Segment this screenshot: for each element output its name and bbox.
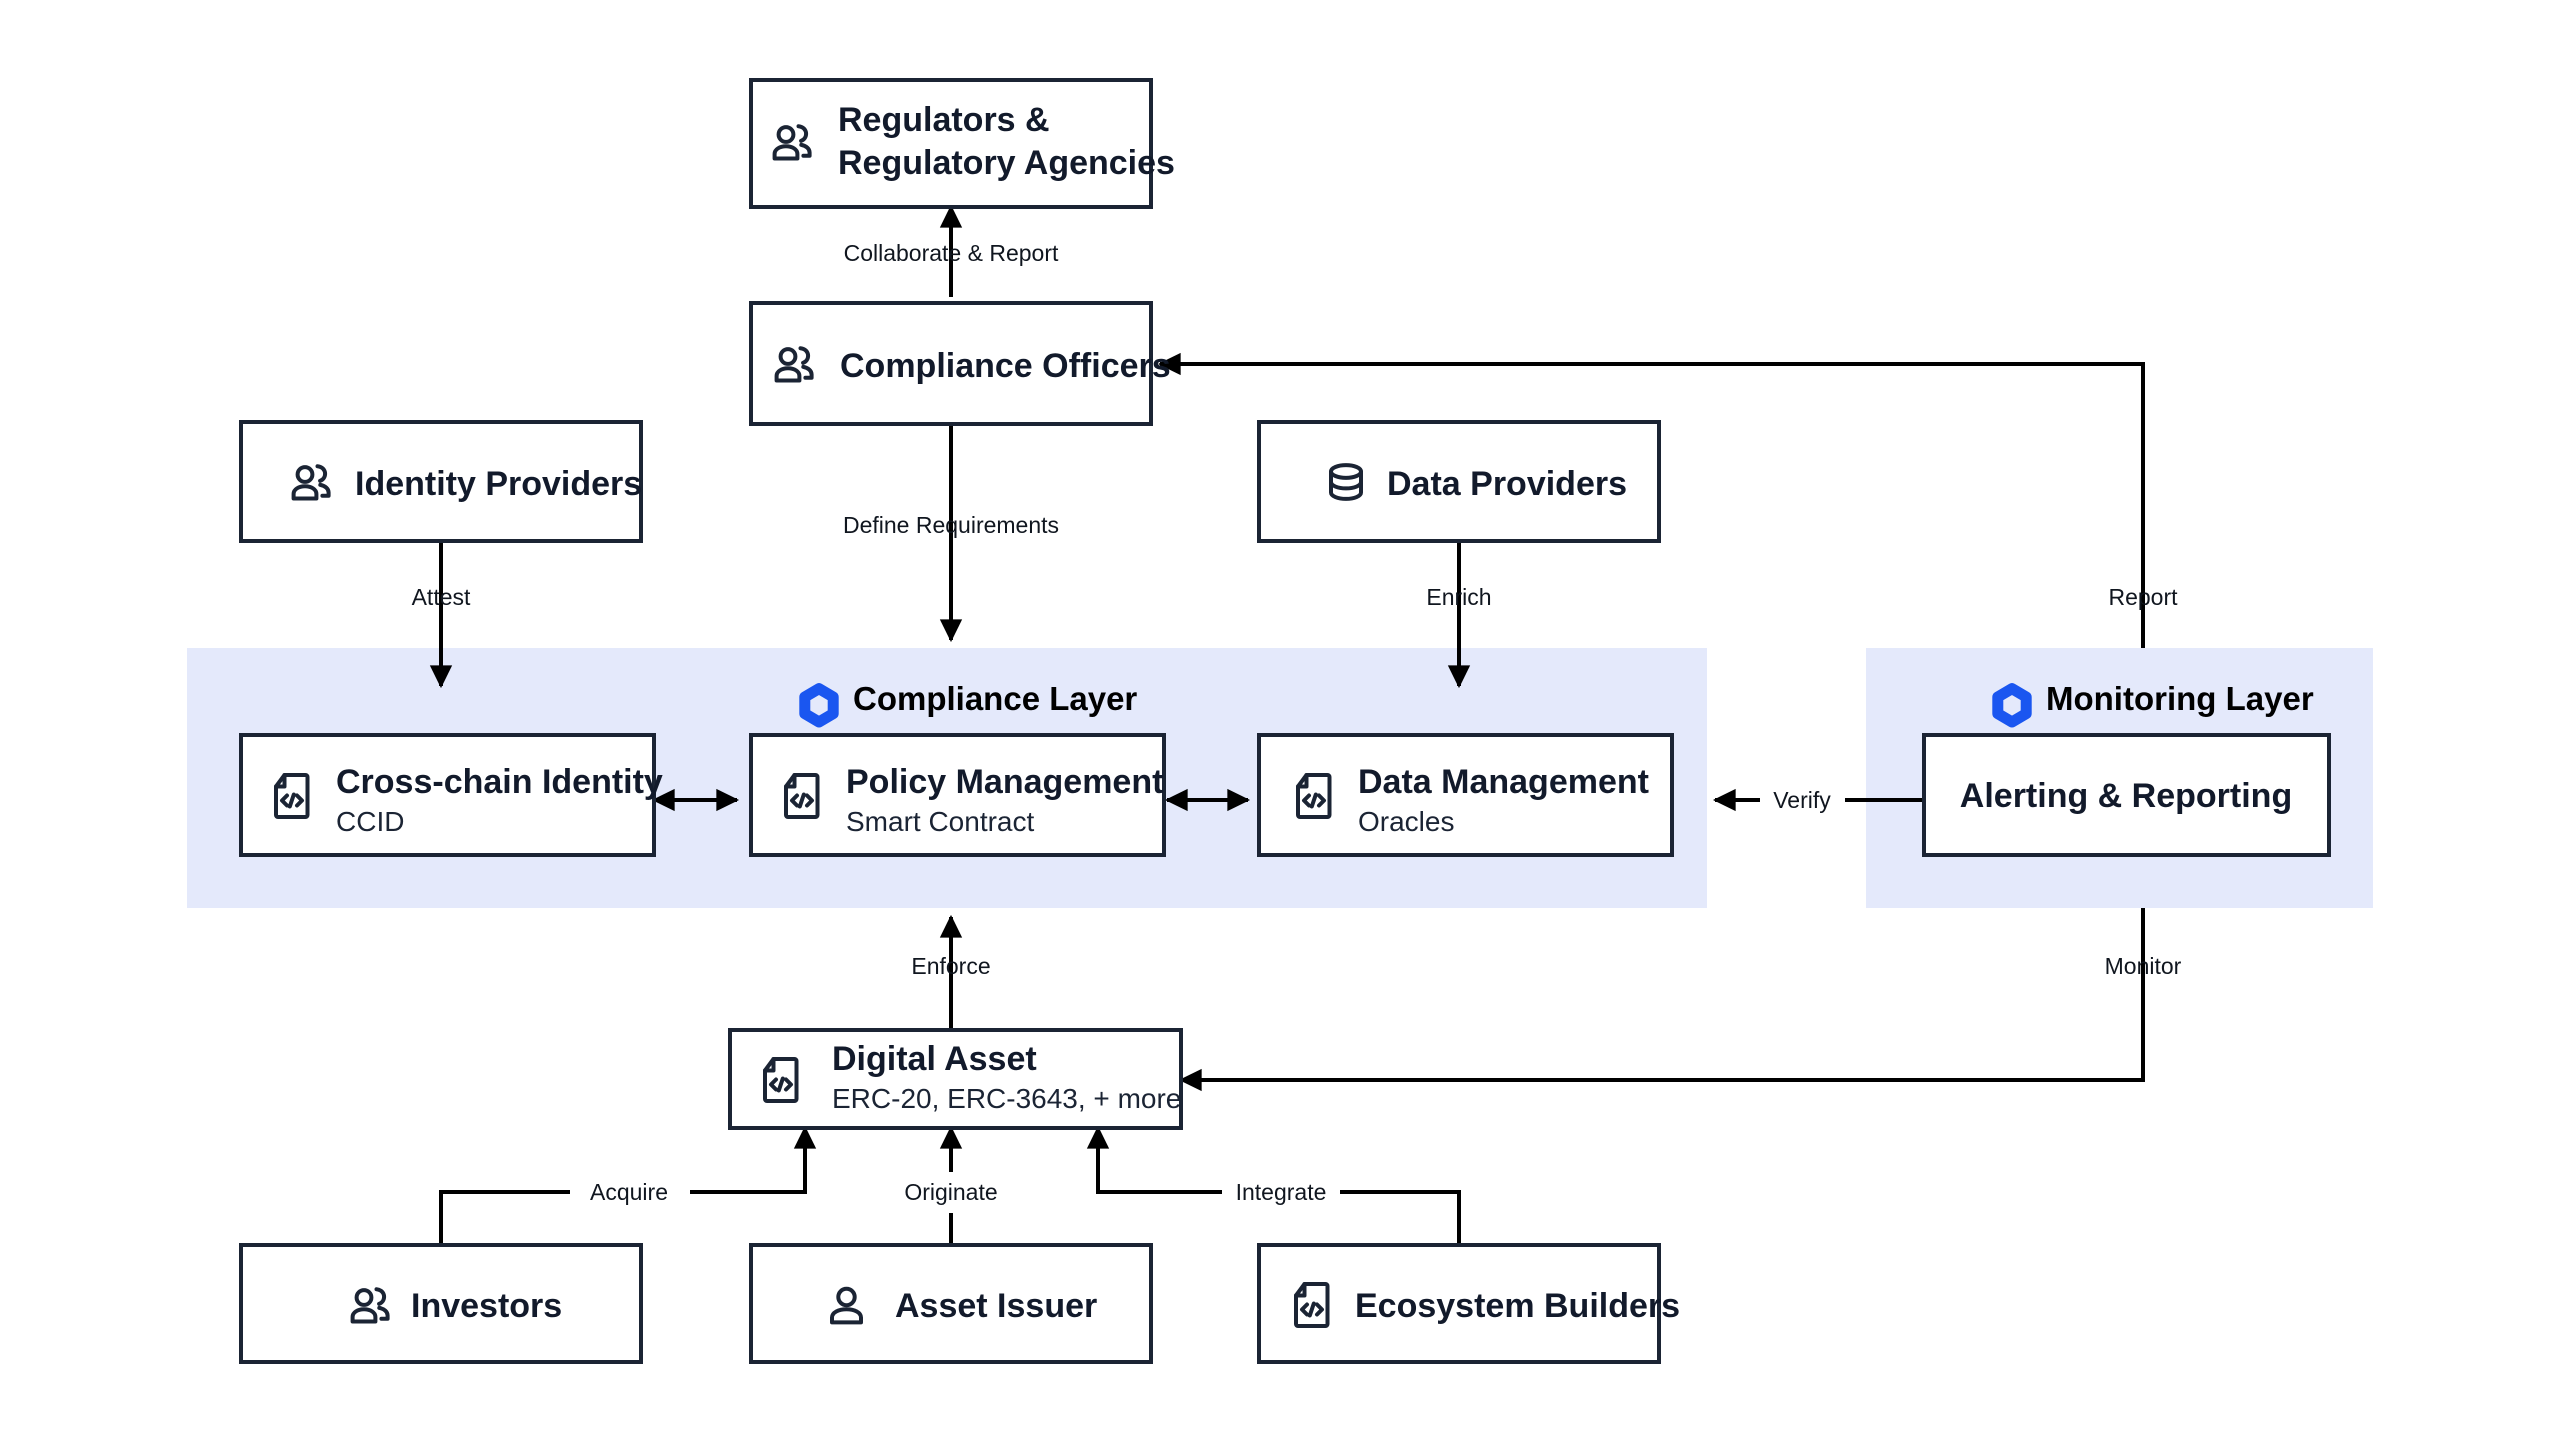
edge-label-report: Report <box>2108 584 2178 610</box>
edge-label-acquire: Acquire <box>590 1179 668 1205</box>
node-ecosystem-builders-title: Ecosystem Builders <box>1355 1287 1680 1325</box>
edge-label-originate: Originate <box>904 1179 997 1205</box>
node-asset-issuer[interactable]: Asset Issuer <box>749 1243 1153 1364</box>
node-cross-chain-identity[interactable]: Cross-chain Identity CCID <box>239 733 663 857</box>
edge-label-enrich: Enrich <box>1426 584 1491 610</box>
edge-label-verify: Verify <box>1773 787 1831 813</box>
node-policy-management-title: Policy Management <box>846 763 1163 801</box>
node-alerting-reporting[interactable]: Alerting & Reporting <box>1922 733 2331 857</box>
node-compliance-officers-title: Compliance Officers <box>840 347 1171 385</box>
node-alerting-reporting-title: Alerting & Reporting <box>1960 777 2292 815</box>
edge-label-integrate: Integrate <box>1236 1179 1327 1205</box>
edge-label-attest: Attest <box>412 584 471 610</box>
edge-label-enforce: Enforce <box>911 953 990 979</box>
node-digital-asset-subtitle: ERC-20, ERC-3643, + more <box>832 1083 1181 1114</box>
node-cross-chain-identity-title: Cross-chain Identity <box>336 763 663 801</box>
edge-monitor <box>1178 908 2145 1092</box>
node-regulators-title-line2: Regulatory Agencies <box>838 144 1175 182</box>
compliance-layer-label: Compliance Layer <box>853 680 1137 717</box>
node-identity-providers[interactable]: Identity Providers <box>239 420 643 543</box>
edge-label-collaborate-report: Collaborate & Report <box>844 240 1059 266</box>
node-policy-management[interactable]: Policy Management Smart Contract <box>749 733 1166 857</box>
node-regulators[interactable]: Regulators & Regulatory Agencies <box>749 78 1175 209</box>
node-policy-management-subtitle: Smart Contract <box>846 806 1034 837</box>
node-ecosystem-builders[interactable]: Ecosystem Builders <box>1257 1243 1680 1364</box>
node-digital-asset[interactable]: Digital Asset ERC-20, ERC-3643, + more <box>728 1028 1183 1130</box>
node-data-providers[interactable]: Data Providers <box>1257 420 1661 543</box>
edge-label-monitor: Monitor <box>2105 953 2182 979</box>
node-compliance-officers[interactable]: Compliance Officers <box>749 301 1171 426</box>
edge-integrate <box>1086 1125 1461 1245</box>
node-investors[interactable]: Investors <box>239 1243 643 1364</box>
node-cross-chain-identity-subtitle: CCID <box>336 806 404 837</box>
node-identity-providers-title: Identity Providers <box>355 465 642 503</box>
node-data-management-subtitle: Oracles <box>1358 806 1454 837</box>
monitoring-layer-title: Monitoring Layer <box>1998 680 2314 722</box>
edge-acquire <box>439 1125 817 1245</box>
node-regulators-title: Regulators & <box>838 101 1050 139</box>
node-asset-issuer-title: Asset Issuer <box>895 1287 1097 1325</box>
edge-label-define-requirements: Define Requirements <box>843 512 1059 538</box>
node-digital-asset-title: Digital Asset <box>832 1040 1037 1078</box>
node-data-management[interactable]: Data Management Oracles <box>1257 733 1674 857</box>
node-investors-title: Investors <box>411 1287 562 1325</box>
monitoring-layer-label: Monitoring Layer <box>2046 680 2314 717</box>
compliance-layer-title: Compliance Layer <box>805 680 1137 722</box>
node-data-providers-title: Data Providers <box>1387 465 1627 503</box>
edge-report <box>1157 352 2145 648</box>
node-data-management-title: Data Management <box>1358 763 1649 801</box>
